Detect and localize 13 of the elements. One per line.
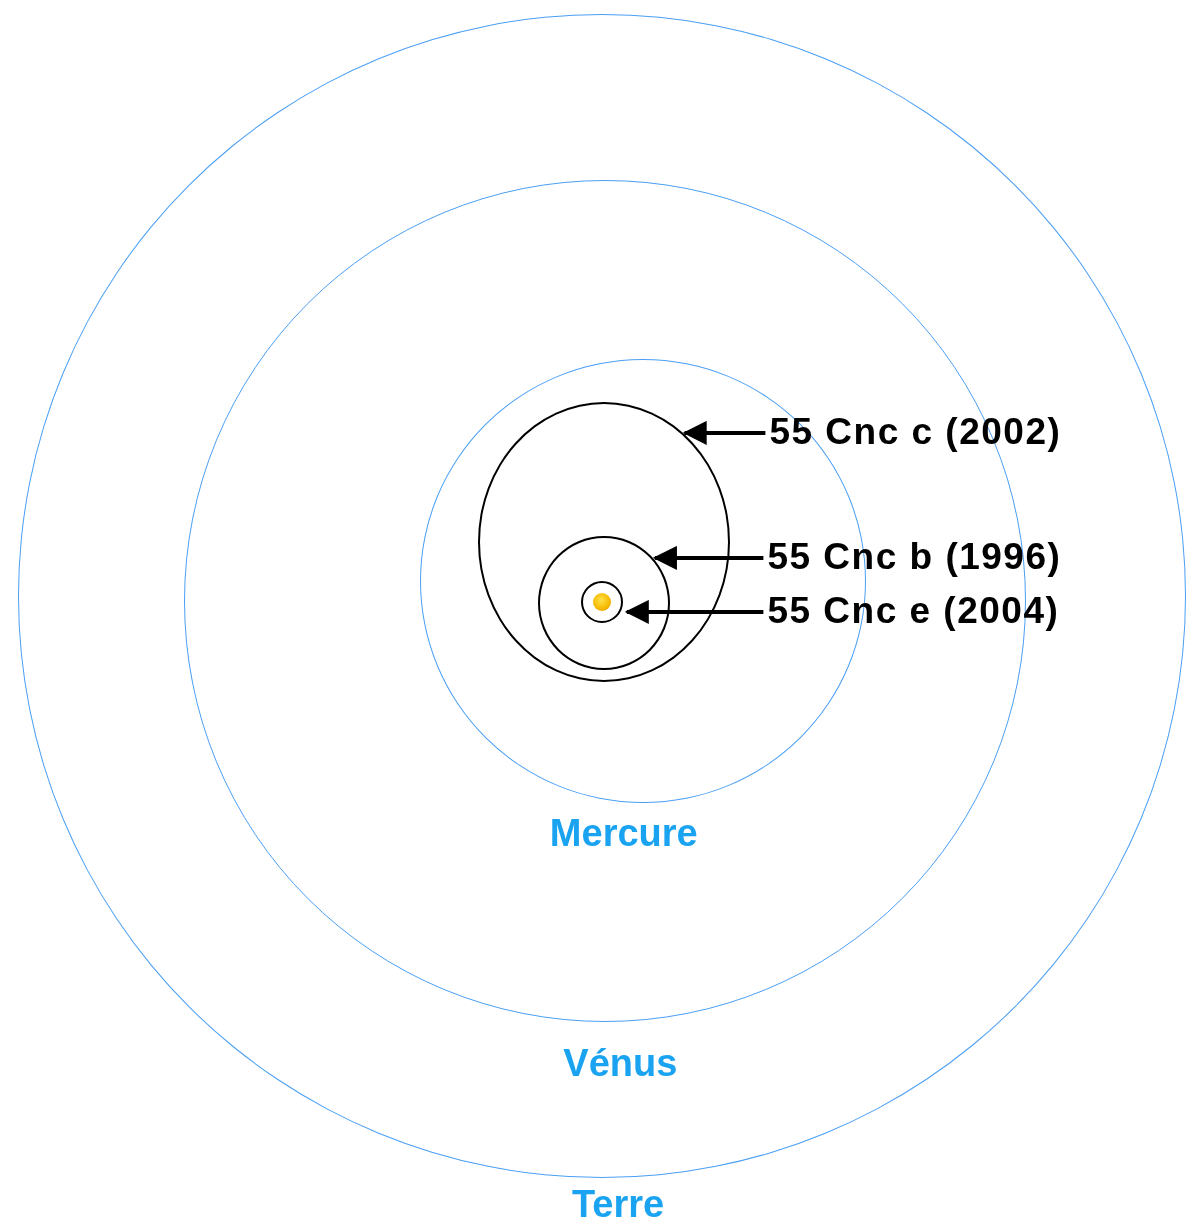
orbit-label: Mercure	[549, 813, 698, 852]
planet-label: 55 Cnc b (1996)	[767, 538, 1062, 576]
orbit-label: Terre	[571, 1185, 665, 1223]
arrow	[624, 599, 764, 624]
planet-label: 55 Cnc e (2004)	[767, 592, 1060, 630]
orbit-ring	[581, 581, 624, 624]
arrow	[652, 545, 764, 570]
star-dot	[593, 593, 612, 612]
orbit-ring	[478, 402, 731, 683]
orbit-label: Vénus	[563, 1044, 678, 1083]
arrow	[682, 420, 766, 445]
orbit-ring	[537, 535, 670, 670]
planet-label: 55 Cnc c (2002)	[769, 413, 1062, 451]
